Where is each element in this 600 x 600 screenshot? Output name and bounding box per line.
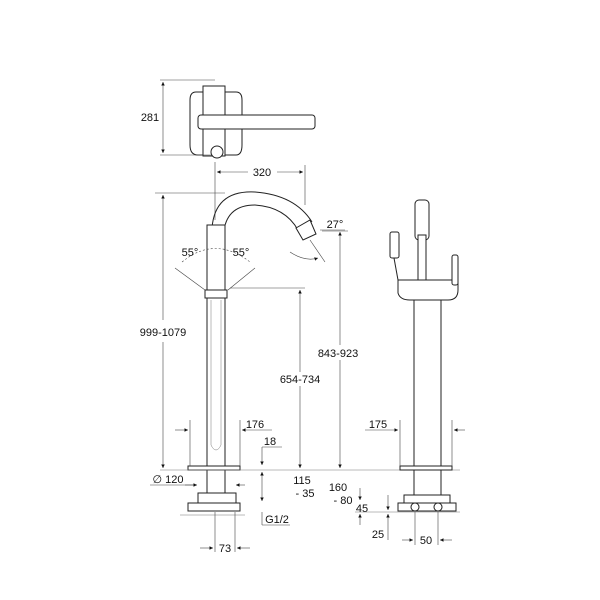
side-view: 175 160 - 80 45 25 50 — [329, 199, 465, 547]
dim-80: - 80 — [334, 495, 353, 507]
dim-50: 50 — [420, 535, 432, 547]
connection-g12: G1/2 — [265, 514, 289, 526]
dim-176: 176 — [246, 419, 264, 431]
dim-18: 18 — [264, 436, 276, 448]
angle-left: 55° — [182, 247, 199, 259]
dim-160: 160 — [329, 482, 347, 494]
dim-175: 175 — [369, 419, 387, 431]
dim-35: - 35 — [296, 488, 315, 500]
dim-25: 25 — [372, 529, 384, 541]
dim-45: 45 — [356, 503, 368, 515]
angle-right: 55° — [233, 247, 250, 259]
dim-73: 73 — [219, 543, 231, 555]
dim-115: 115 — [293, 475, 311, 487]
front-view: 55° 55° 27° 999-1079 654-734 843-923 176… — [140, 191, 460, 555]
top-view: 281 320 — [141, 79, 316, 220]
spout-angle: 27° — [327, 219, 344, 231]
dim-outlet-height: 654-734 — [280, 374, 320, 386]
dim-320: 320 — [253, 167, 271, 179]
dim-spout-height: 843-923 — [318, 348, 358, 360]
dim-total-height: 999-1079 — [140, 327, 187, 339]
dim-diameter: ∅ 120 — [153, 474, 184, 486]
dim-281: 281 — [141, 112, 159, 124]
